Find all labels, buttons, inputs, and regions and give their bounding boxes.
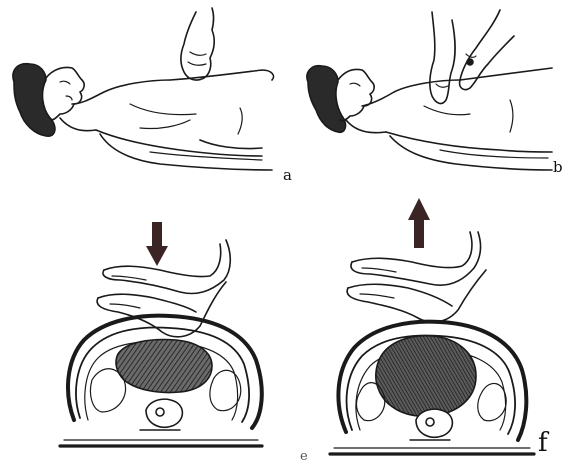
panel-f [330, 198, 534, 454]
panel-e [60, 222, 262, 446]
panel-b-rescuer-arm-right [460, 10, 514, 90]
release-up-arrow [408, 198, 430, 248]
panel-label-e: e [300, 450, 308, 463]
panel-a [13, 8, 274, 170]
panel-label-a: a [283, 168, 292, 183]
panel-f-heart [376, 336, 476, 417]
panel-b-torso [460, 68, 552, 80]
panel-b-hair [307, 66, 346, 133]
panel-b-arm [390, 136, 552, 170]
panel-label-b: b [553, 160, 563, 175]
compression-down-arrow [146, 222, 168, 266]
panel-b-face [338, 69, 374, 120]
panel-e-heart [116, 340, 212, 393]
panel-b [307, 10, 552, 170]
panel-a-face [46, 67, 84, 119]
panel-a-rescuer-hand [181, 8, 214, 80]
panel-f-hands [352, 232, 472, 268]
panel-a-neck [72, 80, 170, 104]
panel-label-f: f [538, 430, 548, 456]
panel-b-rescuer-arm-left [430, 12, 455, 103]
